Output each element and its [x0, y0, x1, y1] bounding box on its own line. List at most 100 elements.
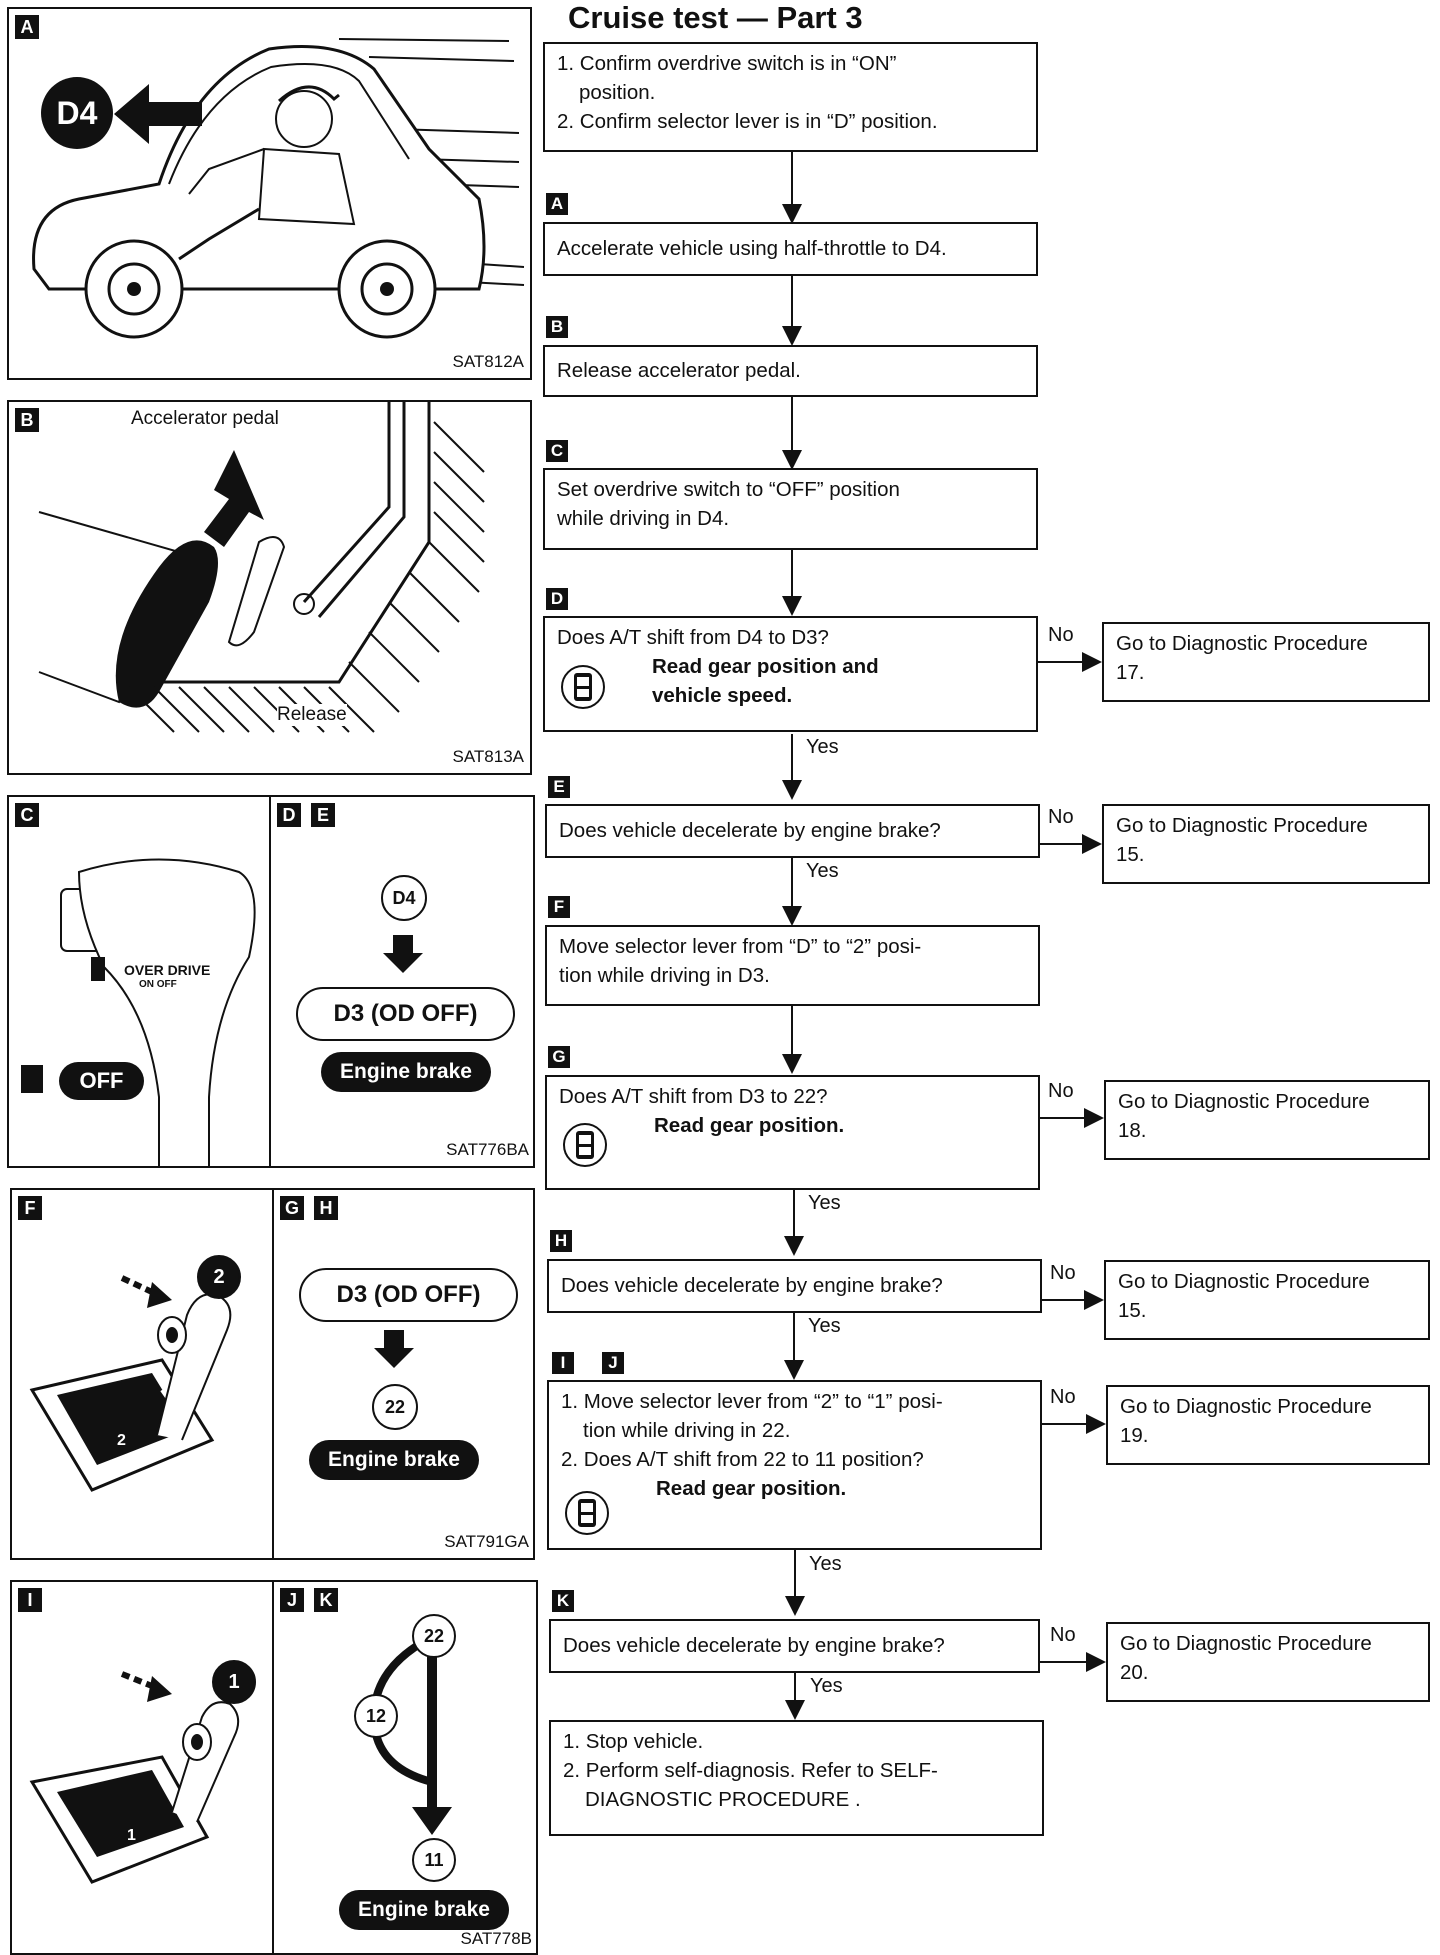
- engine-brake-pill-3: Engine brake: [339, 1890, 509, 1930]
- diag15b-line2: 15.: [1118, 1299, 1147, 1322]
- panel-a-code: SAT812A: [452, 352, 524, 371]
- step0-line2: position.: [579, 81, 656, 104]
- panel-c-tag: C: [15, 803, 39, 827]
- no-label-ij: No: [1050, 1386, 1076, 1408]
- step-f-line2: tion while driving in D3.: [559, 964, 770, 987]
- diag-18-box: Go to Diagnostic Procedure 18.: [1104, 1080, 1430, 1160]
- d3-od-off-pill-2: D3 (OD OFF): [299, 1268, 518, 1322]
- no-label-g: No: [1048, 1080, 1074, 1102]
- step-g-bold1: Read gear position.: [654, 1114, 845, 1137]
- diag18-line2: 18.: [1118, 1119, 1147, 1142]
- flow-tag-i: I: [552, 1352, 574, 1374]
- panel-j-tag: J: [280, 1588, 304, 1612]
- gear-11-circle: 11: [412, 1838, 456, 1882]
- flow-tag-d: D: [546, 588, 568, 610]
- gear-2-badge: 2: [197, 1255, 241, 1299]
- diag15a-line1: Go to Diagnostic Procedure: [1116, 814, 1368, 837]
- panel-d-tag: D: [277, 803, 301, 827]
- panel-de: D E D4 D3 (OD OFF) Engine brake SAT776BA: [269, 797, 533, 1166]
- yes-label-e: Yes: [806, 860, 839, 882]
- panel-a: A D4 SAT812A: [7, 7, 532, 380]
- step0-line1: 1. Confirm overdrive switch is in “ON”: [557, 52, 897, 75]
- diag20-line1: Go to Diagnostic Procedure: [1120, 1632, 1372, 1655]
- left-arrow-icon: [114, 84, 202, 144]
- step-d-shift-check: Does A/T shift from D4 to D3? Read gear …: [543, 616, 1038, 732]
- gate-1-label: 1: [127, 1827, 136, 1844]
- diag15a-line2: 15.: [1116, 843, 1145, 866]
- step-d-bold1: Read gear position and: [652, 655, 879, 678]
- diag-15b-box: Go to Diagnostic Procedure 15.: [1104, 1260, 1430, 1340]
- off-label: OFF: [59, 1062, 144, 1100]
- step-h-text: Does vehicle decelerate by engine brake?: [561, 1274, 943, 1297]
- no-label-d: No: [1048, 624, 1074, 646]
- panel-a-tag: A: [15, 15, 39, 39]
- step-c-line1: Set overdrive switch to “OFF” position: [557, 478, 900, 501]
- step-d-question: Does A/T shift from D4 to D3?: [557, 626, 829, 649]
- engine-brake-pill-1: Engine brake: [321, 1052, 491, 1092]
- diag15b-line1: Go to Diagnostic Procedure: [1118, 1270, 1370, 1293]
- flow-tag-a: A: [546, 193, 568, 215]
- no-label-k: No: [1050, 1624, 1076, 1646]
- panel-i-jk: I 1 1 J K 22 12 11 Engine brake SAT778B: [10, 1580, 538, 1955]
- d4-label: D4: [41, 77, 113, 149]
- selector-lever-1-illustration: [29, 1671, 240, 1884]
- final-line3: DIAGNOSTIC PROCEDURE .: [585, 1788, 861, 1811]
- panel-i-tag: I: [18, 1588, 42, 1612]
- step0-line3: 2. Confirm selector lever is in “D” posi…: [557, 110, 938, 133]
- final-stop-vehicle: 1. Stop vehicle. 2. Perform self-diagnos…: [549, 1720, 1044, 1836]
- diag-15a-box: Go to Diagnostic Procedure 15.: [1102, 804, 1430, 884]
- no-label-h: No: [1050, 1262, 1076, 1284]
- step-a-accelerate: Accelerate vehicle using half-throttle t…: [543, 222, 1038, 276]
- panel-k-tag: K: [314, 1588, 338, 1612]
- consult-tool-icon-2: [563, 1123, 607, 1167]
- step-c-overdrive-off: Set overdrive switch to “OFF” position w…: [543, 468, 1038, 550]
- panel-h-tag: H: [314, 1196, 338, 1220]
- yes-label-ij: Yes: [809, 1553, 842, 1575]
- flow-tag-f: F: [548, 896, 570, 918]
- panel-f-gh: F 2 2 G H D3 (OD OFF) 22 Engine brake SA…: [10, 1188, 535, 1560]
- step-g-shift-check: Does A/T shift from D3 to 22? Read gear …: [545, 1075, 1040, 1190]
- step-d-bold2: vehicle speed.: [652, 684, 793, 707]
- pedal-label: Accelerator pedal: [131, 408, 279, 429]
- yes-label-k: Yes: [810, 1675, 843, 1697]
- flow-tag-h: H: [550, 1230, 572, 1252]
- d4-circle: D4: [381, 875, 427, 921]
- flow-tag-e: E: [548, 776, 570, 798]
- down-arrow-icon: [383, 935, 423, 973]
- step-ij-line1: 1. Move selector lever from “2” to “1” p…: [561, 1390, 943, 1413]
- yes-label-h: Yes: [808, 1315, 841, 1337]
- pedal-illustration: [38, 402, 485, 733]
- panel-g-tag: G: [280, 1196, 304, 1220]
- panel-b: B Accelerator pedal Release SAT813A: [7, 400, 532, 775]
- step-f-move-lever: Move selector lever from “D” to “2” posi…: [545, 925, 1040, 1006]
- selector-lever-2-illustration: [29, 1275, 232, 1492]
- step-a-text: Accelerate vehicle using half-throttle t…: [557, 237, 947, 260]
- step-ij-line2: tion while driving in 22.: [583, 1419, 791, 1442]
- no-label-e: No: [1048, 806, 1074, 828]
- panel-c-de: C OVER DRIVE ON OFF OFF D E D4 D3 (OD OF…: [7, 795, 535, 1168]
- diag17-line2: 17.: [1116, 661, 1145, 684]
- step-e-engine-brake: Does vehicle decelerate by engine brake?: [545, 804, 1040, 858]
- yes-label-d: Yes: [806, 736, 839, 758]
- final-line1: 1. Stop vehicle.: [563, 1730, 704, 1753]
- step-b-release: Release accelerator pedal.: [543, 345, 1038, 397]
- gate-2-label: 2: [117, 1432, 126, 1449]
- step-confirm-switch: 1. Confirm overdrive switch is in “ON” p…: [543, 42, 1038, 152]
- final-line2: 2. Perform self-diagnosis. Refer to SELF…: [563, 1759, 938, 1782]
- consult-tool-icon: [561, 665, 605, 709]
- flow-tag-b: B: [546, 316, 568, 338]
- panel-jk: J K 22 12 11 Engine brake SAT778B: [272, 1582, 536, 1953]
- gear-12-circle: 12: [354, 1694, 398, 1738]
- panel-b-tag: B: [15, 408, 39, 432]
- gear-22-circle-2: 22: [412, 1614, 456, 1658]
- page-title: Cruise test — Part 3: [568, 0, 863, 35]
- step-ij-move-lever: 1. Move selector lever from “2” to “1” p…: [547, 1380, 1042, 1550]
- diag-17-box: Go to Diagnostic Procedure 17.: [1102, 622, 1430, 702]
- flow-tag-j: J: [602, 1352, 624, 1374]
- gear-22-circle: 22: [372, 1384, 418, 1430]
- panel-f-tag: F: [18, 1196, 42, 1220]
- overdrive-label: OVER DRIVE: [124, 962, 211, 978]
- yes-label-g: Yes: [808, 1192, 841, 1214]
- d3-od-off-pill: D3 (OD OFF): [296, 987, 515, 1041]
- diag20-line2: 20.: [1120, 1661, 1149, 1684]
